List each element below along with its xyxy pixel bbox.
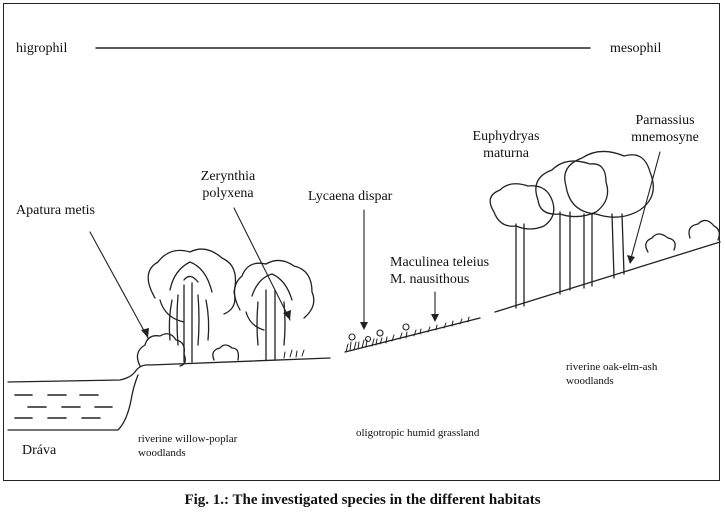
ground-left (7, 357, 331, 383)
arrow-zerynthia (233, 207, 291, 321)
label-apatura: Apatura metis (16, 203, 95, 218)
label-drava: Dráva (22, 443, 57, 458)
label-maculinea: Maculinea teleius M. nausithous (390, 254, 489, 288)
figure-caption: Fig. 1.: The investigated species in the… (184, 492, 541, 508)
label-oak-habitat: riverine oak-elm-ash woodlands (566, 360, 657, 388)
label-maculinea-line2: M. nausithous (390, 272, 470, 287)
label-lycaena: Lycaena dispar (308, 189, 393, 204)
label-willow-line2: woodlands (138, 447, 186, 459)
label-zerynthia: Zerynthia polyxena (188, 168, 268, 202)
species-arrows (89, 151, 661, 339)
water-ripples (14, 394, 113, 419)
label-euphydryas-line2: maturna (483, 146, 529, 161)
label-zerynthia-line1: Zerynthia (200, 169, 256, 184)
ground-middle (344, 317, 481, 353)
label-euphydryas-line1: Euphydryas (472, 129, 540, 144)
ground-right (494, 241, 721, 313)
oak-tree-2 (535, 160, 609, 295)
willow-tree-2 (233, 259, 315, 361)
label-euphydryas: Euphydryas maturna (456, 128, 556, 162)
bush-far (688, 219, 720, 241)
label-zerynthia-line2: polyxena (202, 186, 254, 201)
gradient-right-label: mesophil (610, 41, 662, 56)
bush-small (212, 344, 240, 361)
bush-oak (645, 233, 676, 253)
label-maculinea-line1: Maculinea teleius (390, 255, 490, 270)
oak-tree-3 (564, 150, 654, 279)
river-bank (7, 374, 139, 431)
label-parnassius-line1: Parnassius (635, 113, 695, 128)
willow-tree-1 (147, 248, 237, 363)
label-willow-habitat: riverine willow-poplar woodlands (138, 432, 237, 460)
grass-tufts (283, 316, 470, 359)
label-willow-line1: riverine willow-poplar (138, 433, 238, 445)
label-grassland-habitat: oligotropic humid grassland (356, 427, 480, 439)
gradient-left-label: higrophil (16, 41, 68, 56)
label-parnassius-line2: mnemosyne (631, 130, 699, 145)
label-oak-line1: riverine oak-elm-ash (566, 361, 658, 373)
label-oak-line2: woodlands (566, 375, 614, 387)
flowers (348, 323, 410, 343)
oak-tree-1 (489, 183, 555, 309)
arrow-parnassius (629, 151, 661, 263)
label-parnassius: Parnassius mnemosyne (620, 112, 710, 146)
arrow-apatura (89, 231, 149, 339)
arrow-heads (141, 255, 635, 338)
